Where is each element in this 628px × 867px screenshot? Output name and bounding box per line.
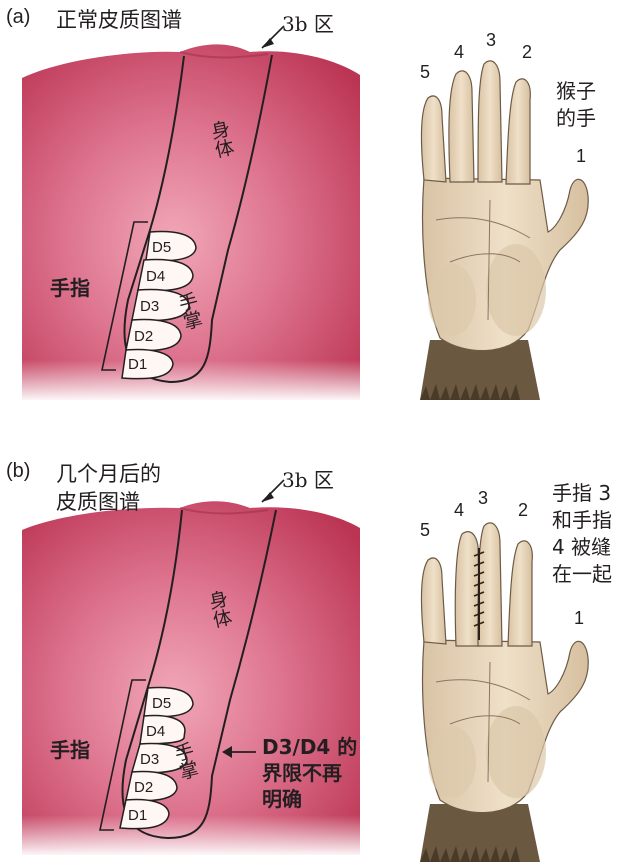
digit-lobes-b <box>119 686 194 830</box>
hand-number-4-a: 4 <box>454 42 465 62</box>
area-3b-label-b: 3b 区 <box>282 468 334 492</box>
digit-label-d2-b: D2 <box>134 779 153 796</box>
digit-label-d4-a: D4 <box>146 268 165 285</box>
hand-number-1-a: 1 <box>576 146 587 166</box>
finger-3-b <box>477 522 503 647</box>
panel-label-b: (b) <box>6 460 31 482</box>
digit-label-d1-b: D1 <box>128 807 147 824</box>
digit-d1-lobe-b <box>119 798 170 830</box>
finger-4-b <box>454 531 481 647</box>
finger-5-b <box>420 557 447 645</box>
hand-number-4-b: 4 <box>454 500 465 520</box>
hand-number-2-a: 2 <box>522 42 533 62</box>
hand-number-5-a: 5 <box>420 62 431 82</box>
hand-caption-b: 手指 3 和手指 4 被缝 在一起 <box>552 481 612 586</box>
digit-lobes-a <box>121 230 197 380</box>
monkey-hand-a <box>420 60 589 400</box>
cortex-surface-b <box>22 501 360 855</box>
monkey-hand-b <box>420 522 589 862</box>
digit-label-d3-a: D3 <box>140 298 159 315</box>
boundary-note-b: D3/D4 的 界限不再 明确 <box>262 735 358 811</box>
fingers-label-b: 手指 <box>50 738 90 762</box>
hand-caption-a: 猴子 的手 <box>556 79 596 130</box>
hand-number-1-b: 1 <box>574 608 585 628</box>
panel-label-a: (a) <box>6 6 31 28</box>
digit-d1-lobe-a <box>121 348 174 380</box>
area-3b-label-a: 3b 区 <box>282 12 334 36</box>
panel-title-b: 几个月后的 皮质图谱 <box>56 462 161 514</box>
cortex-surface-a <box>22 44 360 400</box>
area-3b-outline-b <box>121 509 277 840</box>
forearm-hair-a <box>420 340 540 400</box>
hand-number-2-b: 2 <box>518 500 529 520</box>
finger-5-a <box>420 95 447 183</box>
digit-label-d2-a: D2 <box>134 328 153 345</box>
fingers-bracket-b <box>99 679 146 831</box>
finger-2-b <box>507 540 533 647</box>
forearm-hair-b <box>420 804 540 862</box>
finger-3-a <box>477 60 503 183</box>
digit-label-d4-b: D4 <box>146 723 165 740</box>
panel-title-a: 正常皮质图谱 <box>56 8 182 32</box>
hand-number-3-a: 3 <box>486 30 497 50</box>
fingers-label-a: 手指 <box>50 276 90 300</box>
hand-number-5-b: 5 <box>420 520 431 540</box>
cortex-map-b <box>22 479 362 857</box>
hand-number-3-b: 3 <box>478 488 489 508</box>
finger-2-a <box>505 78 531 185</box>
finger-4-a <box>448 70 475 183</box>
digit-label-d5-a: D5 <box>152 239 171 256</box>
digit-label-d5-b: D5 <box>152 695 171 712</box>
cortex-map-a <box>22 25 362 402</box>
digit-label-d3-b: D3 <box>140 751 159 768</box>
area-3b-outline-a <box>123 54 273 384</box>
digit-label-d1-a: D1 <box>128 356 147 373</box>
fingers-bracket-a <box>101 221 148 371</box>
